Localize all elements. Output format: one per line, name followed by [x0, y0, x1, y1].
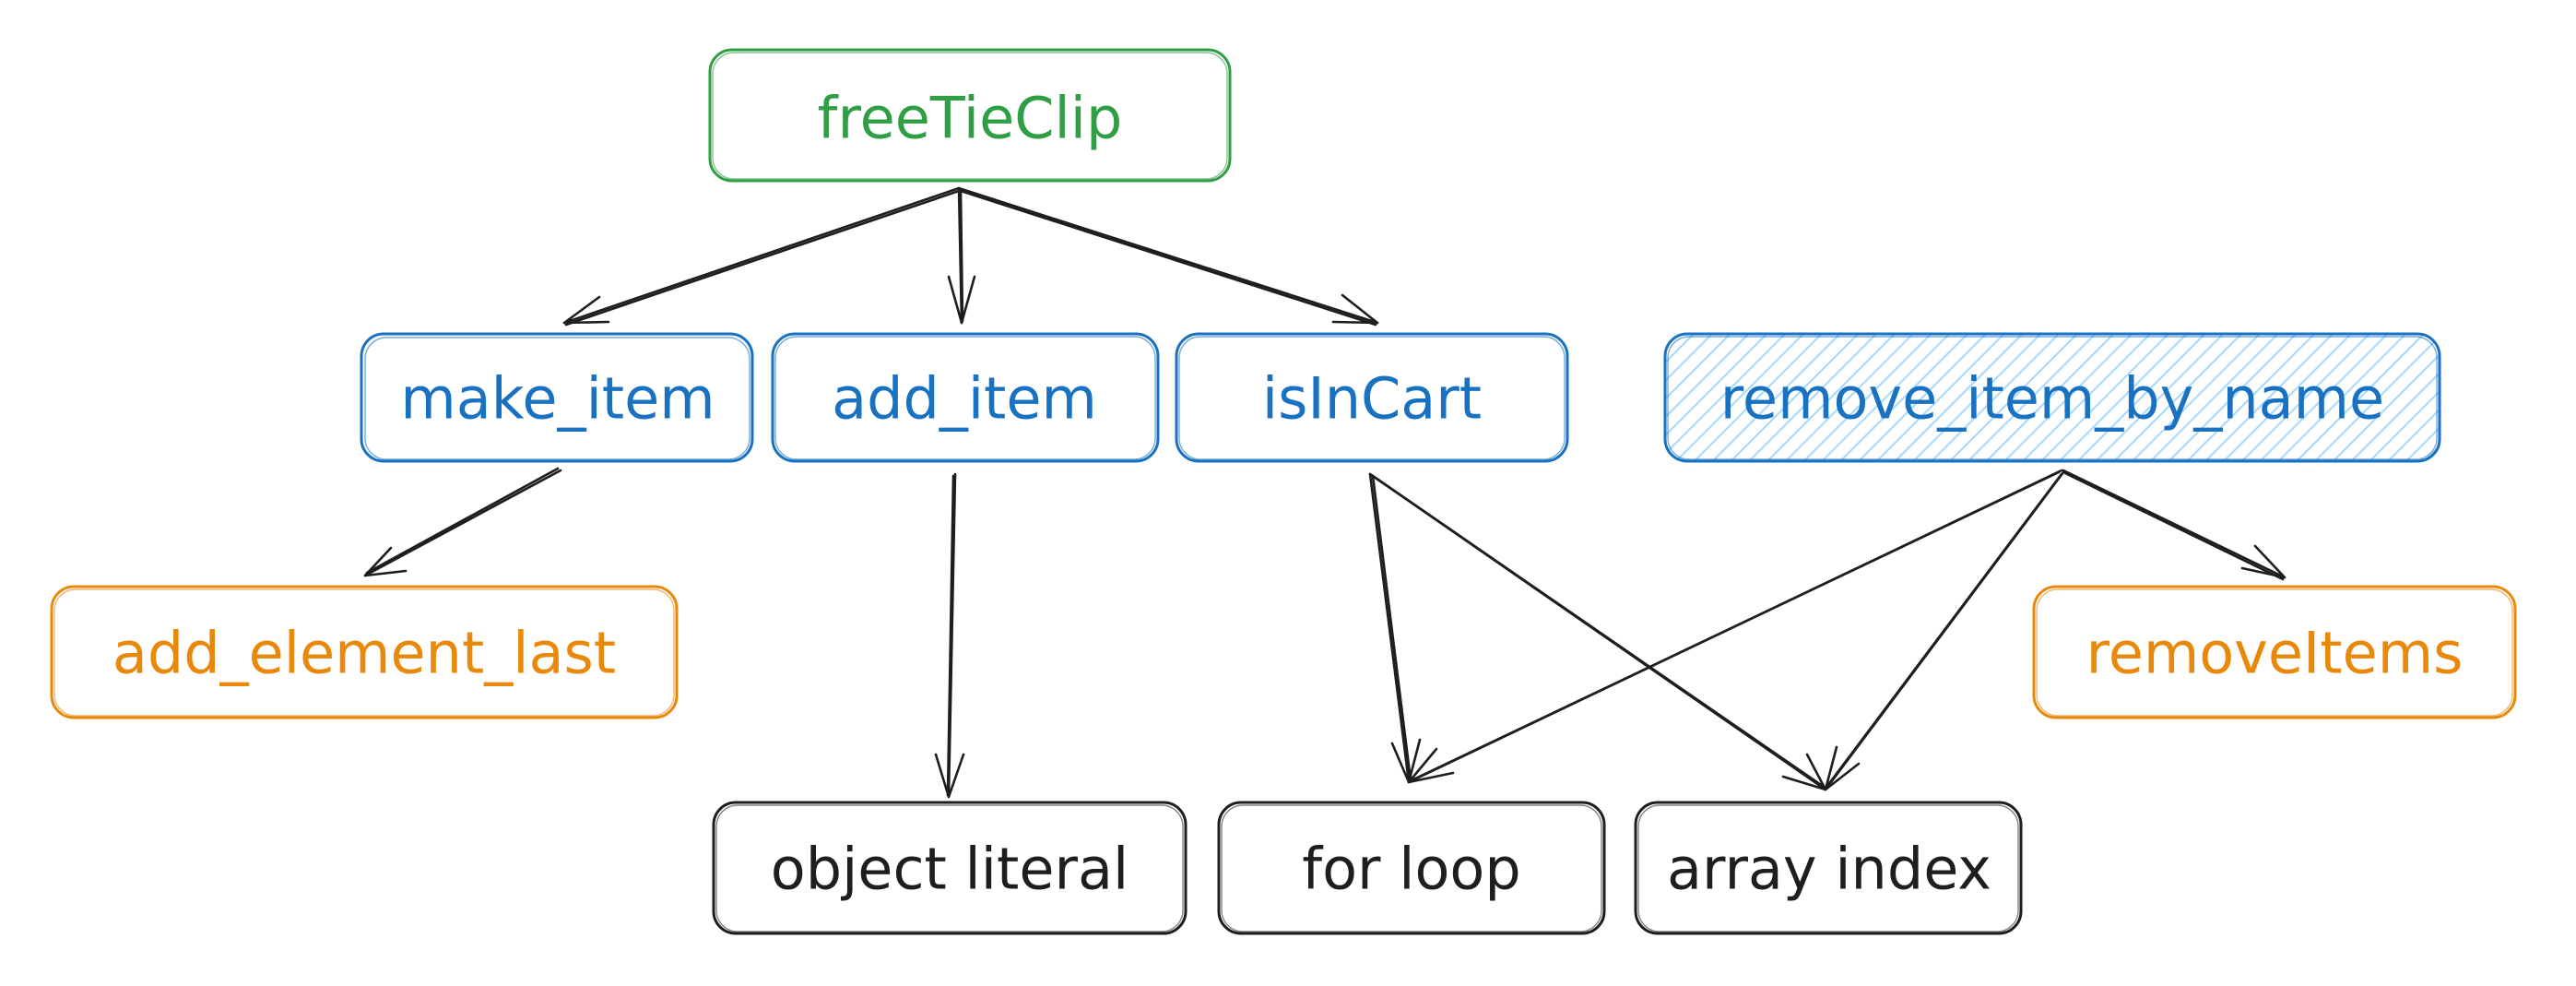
edge-remove_item_by_name-for_loop — [1407, 469, 2063, 784]
node-array-index[interactable]: array index — [1634, 801, 2023, 935]
edge-isInCart-for_loop — [1368, 472, 1422, 784]
node-make_item[interactable]: make_item — [360, 332, 754, 463]
edges-layer — [363, 186, 2286, 799]
node-freeTieClip[interactable]: freeTieClip — [708, 48, 1232, 183]
node-isInCart[interactable]: isInCart — [1175, 332, 1569, 463]
node-label: removeItems — [2086, 620, 2464, 687]
node-label: add_item — [832, 365, 1097, 433]
node-add_item[interactable]: add_item — [771, 332, 1160, 463]
node-label: object literal — [771, 836, 1128, 903]
node-label: array index — [1667, 836, 1991, 903]
node-label: freeTieClip — [818, 85, 1123, 152]
node-label: isInCart — [1262, 365, 1482, 433]
node-add_element_last[interactable]: add_element_last — [50, 585, 679, 719]
edge-remove_item_by_name-array_index — [1824, 470, 2065, 791]
node-remove_item_by_name[interactable]: remove_item_by_name — [1663, 332, 2441, 463]
edge-freeTieClip-add_item — [947, 186, 976, 325]
edge-make_item-add_element_last — [363, 467, 562, 577]
node-removeItems[interactable]: removeItems — [2032, 585, 2517, 719]
edge-freeTieClip-make_item — [562, 186, 961, 327]
node-label: make_item — [400, 365, 715, 433]
nodes-layer: freeTieClip make_item add_item isInCart … — [50, 48, 2517, 935]
node-object-literal[interactable]: object literal — [712, 801, 1188, 935]
edge-add_item-object_literal — [934, 472, 965, 799]
edge-freeTieClip-isInCart — [957, 186, 1379, 327]
node-label: add_element_last — [112, 620, 616, 687]
node-label: for loop — [1302, 836, 1520, 903]
node-label: remove_item_by_name — [1720, 365, 2384, 433]
node-for-loop[interactable]: for loop — [1217, 801, 1606, 935]
edge-remove_item_by_name-removeItems — [2062, 469, 2286, 581]
edge-isInCart-array_index — [1368, 472, 1827, 791]
